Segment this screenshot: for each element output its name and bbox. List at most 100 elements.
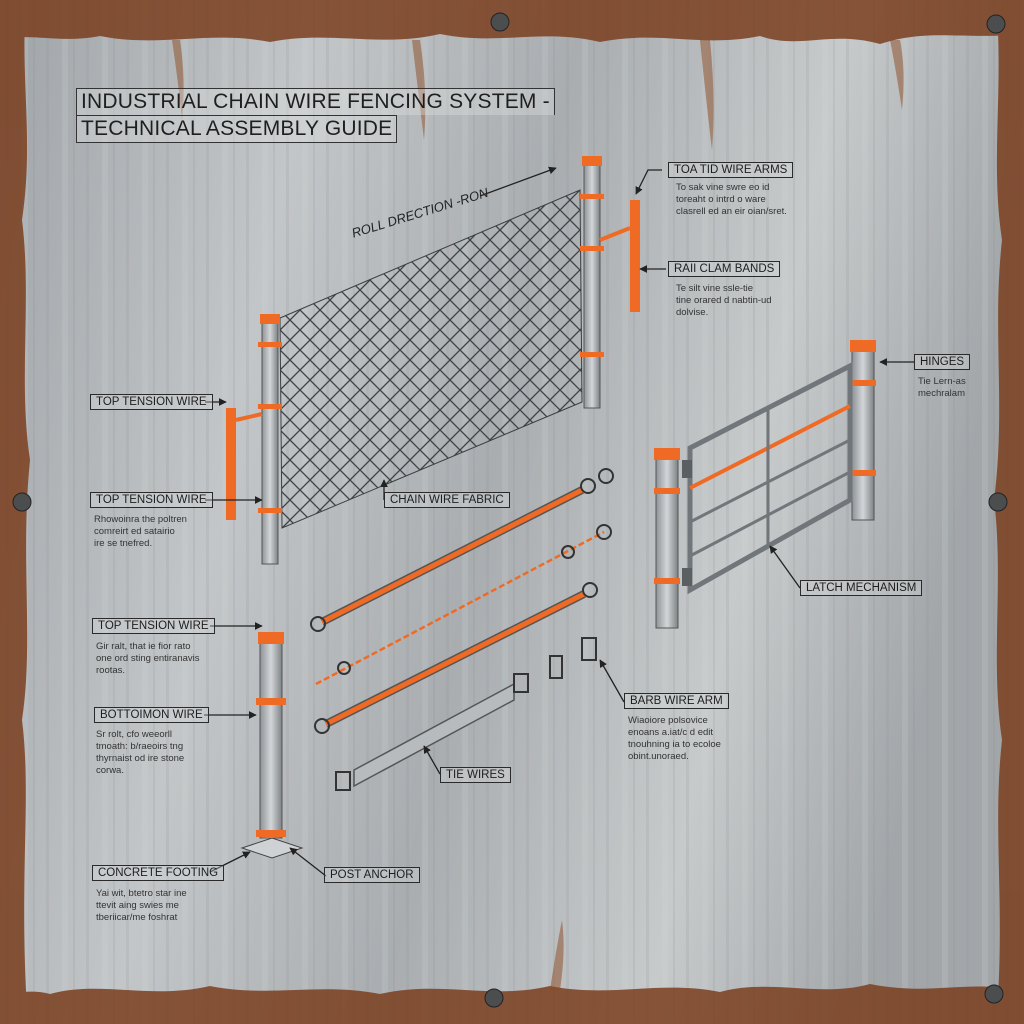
rail-end-fitting bbox=[314, 718, 330, 734]
gate-rail bbox=[689, 438, 851, 524]
page-title: INDUSTRIAL CHAIN WIRE FENCING SYSTEM - T… bbox=[76, 88, 555, 143]
latch-mechanism-part bbox=[682, 568, 692, 586]
clamp-band bbox=[850, 380, 876, 386]
hinges-label: HINGES bbox=[914, 354, 971, 370]
top-tension-wire-label-2: TOP TENSION WIRE bbox=[90, 492, 213, 508]
leader-line bbox=[289, 847, 327, 877]
tension-arm-left bbox=[226, 408, 236, 520]
rust-drips bbox=[172, 40, 904, 990]
barb-wire-arm-label: BARB WIRE ARM bbox=[624, 693, 729, 709]
note-line: thyrnaist od ire stone bbox=[96, 753, 185, 764]
note-line: ttevit aing swies me bbox=[96, 900, 179, 911]
title-line-2: TECHNICAL ASSEMBLY GUIDE bbox=[76, 115, 398, 143]
swing-gate bbox=[654, 340, 876, 629]
beam-bracket bbox=[513, 673, 529, 693]
tension-wire-arms-note: To sak vine swre eo id toreaht o intrd o… bbox=[676, 182, 787, 218]
note-line: Gir ralt, that ie fior rato bbox=[96, 641, 191, 652]
clamp-band bbox=[256, 830, 286, 837]
top-tension-wire-label-1: TOP TENSION WIRE bbox=[90, 394, 213, 410]
clamp-band bbox=[654, 488, 680, 494]
footing-post bbox=[240, 632, 304, 859]
note-line: rootas. bbox=[96, 665, 126, 676]
beam-bracket bbox=[335, 771, 351, 791]
wire-strainer bbox=[596, 524, 612, 540]
latch-mechanism-part bbox=[682, 460, 692, 478]
rail-end-fitting bbox=[598, 468, 614, 484]
leader-line bbox=[635, 169, 662, 195]
note-line: clasrell ed an eir oian/sret. bbox=[676, 206, 787, 217]
clamp-band bbox=[580, 352, 604, 357]
fence-post-left bbox=[261, 317, 279, 565]
tension-wire-arms-label: TOA TID WIRE ARMS bbox=[668, 162, 794, 178]
note-line: obint.unoraed. bbox=[628, 751, 689, 762]
leader-line bbox=[423, 745, 441, 775]
footing-post-body bbox=[259, 637, 283, 839]
post-cap-orange bbox=[260, 314, 280, 324]
bottom-wire-label: BOTTOIMON WIRE bbox=[94, 707, 209, 723]
bottom-rail bbox=[324, 591, 586, 727]
chain-wire-mesh bbox=[279, 189, 583, 529]
post-cap-orange bbox=[258, 632, 284, 644]
leader-line bbox=[599, 659, 625, 703]
rail-end-fitting bbox=[310, 616, 326, 632]
clamp-band bbox=[256, 698, 286, 705]
concrete-footing-label: CONCRETE FOOTING bbox=[92, 865, 225, 881]
rivet bbox=[490, 12, 510, 32]
post-anchor-plate bbox=[240, 837, 304, 859]
clamp-band bbox=[258, 404, 282, 409]
note-line: Rhowoinra the poltren bbox=[94, 514, 187, 525]
title-line-1: INDUSTRIAL CHAIN WIRE FENCING SYSTEM - bbox=[76, 88, 555, 115]
tension-arm-right bbox=[630, 200, 640, 312]
note-line: tine orared d nabtin-ud bbox=[676, 295, 772, 306]
gate-rail bbox=[689, 470, 851, 558]
rivet bbox=[986, 14, 1006, 34]
note-line: comreirt ed satairio bbox=[94, 526, 175, 537]
tension-arm-link bbox=[599, 226, 631, 242]
top-rail bbox=[320, 487, 584, 625]
tension-arm-link bbox=[235, 412, 263, 422]
channel-beam bbox=[353, 682, 515, 788]
clamp-band bbox=[258, 508, 282, 513]
note-line: enoans a.iat/c d edit bbox=[628, 727, 714, 738]
rail-clamp-bands-label: RAII CLAM BANDS bbox=[668, 261, 781, 277]
rivet bbox=[12, 492, 32, 512]
note-line: tberiicar/me foshrat bbox=[96, 912, 178, 923]
rivet bbox=[988, 492, 1008, 512]
note-line: Te silt vine ssle-tie bbox=[676, 283, 754, 294]
post-cap-orange bbox=[654, 448, 680, 460]
note-line: tnouhning ia to ecoloe bbox=[628, 739, 721, 750]
clamp-band bbox=[580, 194, 604, 199]
rail-end-fitting bbox=[580, 478, 596, 494]
top-tension-wire-note-2: Rhowoinra the poltren comreirt ed satair… bbox=[94, 514, 187, 550]
wire-strainer bbox=[337, 661, 351, 675]
gate-frame bbox=[687, 361, 853, 595]
leader-lines bbox=[204, 166, 914, 877]
top-tension-wire-note-3: Gir ralt, that ie fior rato one ord stin… bbox=[96, 641, 200, 677]
note-line: Wiaoiore polsovice bbox=[628, 715, 708, 726]
exploded-rails bbox=[310, 468, 614, 791]
chain-wire-fence bbox=[226, 156, 640, 565]
rail-clamp-bands-note: Te silt vine ssle-tie tine orared d nabt… bbox=[676, 283, 772, 319]
hinges-note: Tie Lern-as mechralam bbox=[918, 376, 966, 400]
clamp-band bbox=[580, 246, 604, 251]
barb-wire-arm-note: Wiaoiore polsovice enoans a.iat/c d edit… bbox=[628, 715, 721, 763]
rivet bbox=[984, 984, 1004, 1004]
barb-wire-arm-bracket bbox=[549, 655, 563, 679]
leader-line bbox=[769, 545, 801, 589]
latch-mechanism-label: LATCH MECHANISM bbox=[800, 580, 923, 596]
rail-end-fitting bbox=[582, 582, 598, 598]
rivets bbox=[12, 12, 1008, 1008]
gate-post-right bbox=[851, 343, 875, 521]
note-line: mechralam bbox=[918, 388, 965, 399]
leader-line bbox=[209, 851, 251, 873]
note-line: corwa. bbox=[96, 765, 124, 776]
note-line: To sak vine swre eo id bbox=[676, 182, 770, 193]
note-line: ire se tnefred. bbox=[94, 538, 153, 549]
bottom-wire-note: Sr rolt, cfo weeorll tmoath: b/raeoirs t… bbox=[96, 729, 184, 777]
note-line: one ord sting entiranavis bbox=[96, 653, 200, 664]
barbed-tension-wire bbox=[315, 530, 605, 686]
post-anchor-label: POST ANCHOR bbox=[324, 867, 420, 883]
post-cap-orange bbox=[850, 340, 876, 352]
tie-wires-label: TIE WIRES bbox=[440, 767, 511, 783]
